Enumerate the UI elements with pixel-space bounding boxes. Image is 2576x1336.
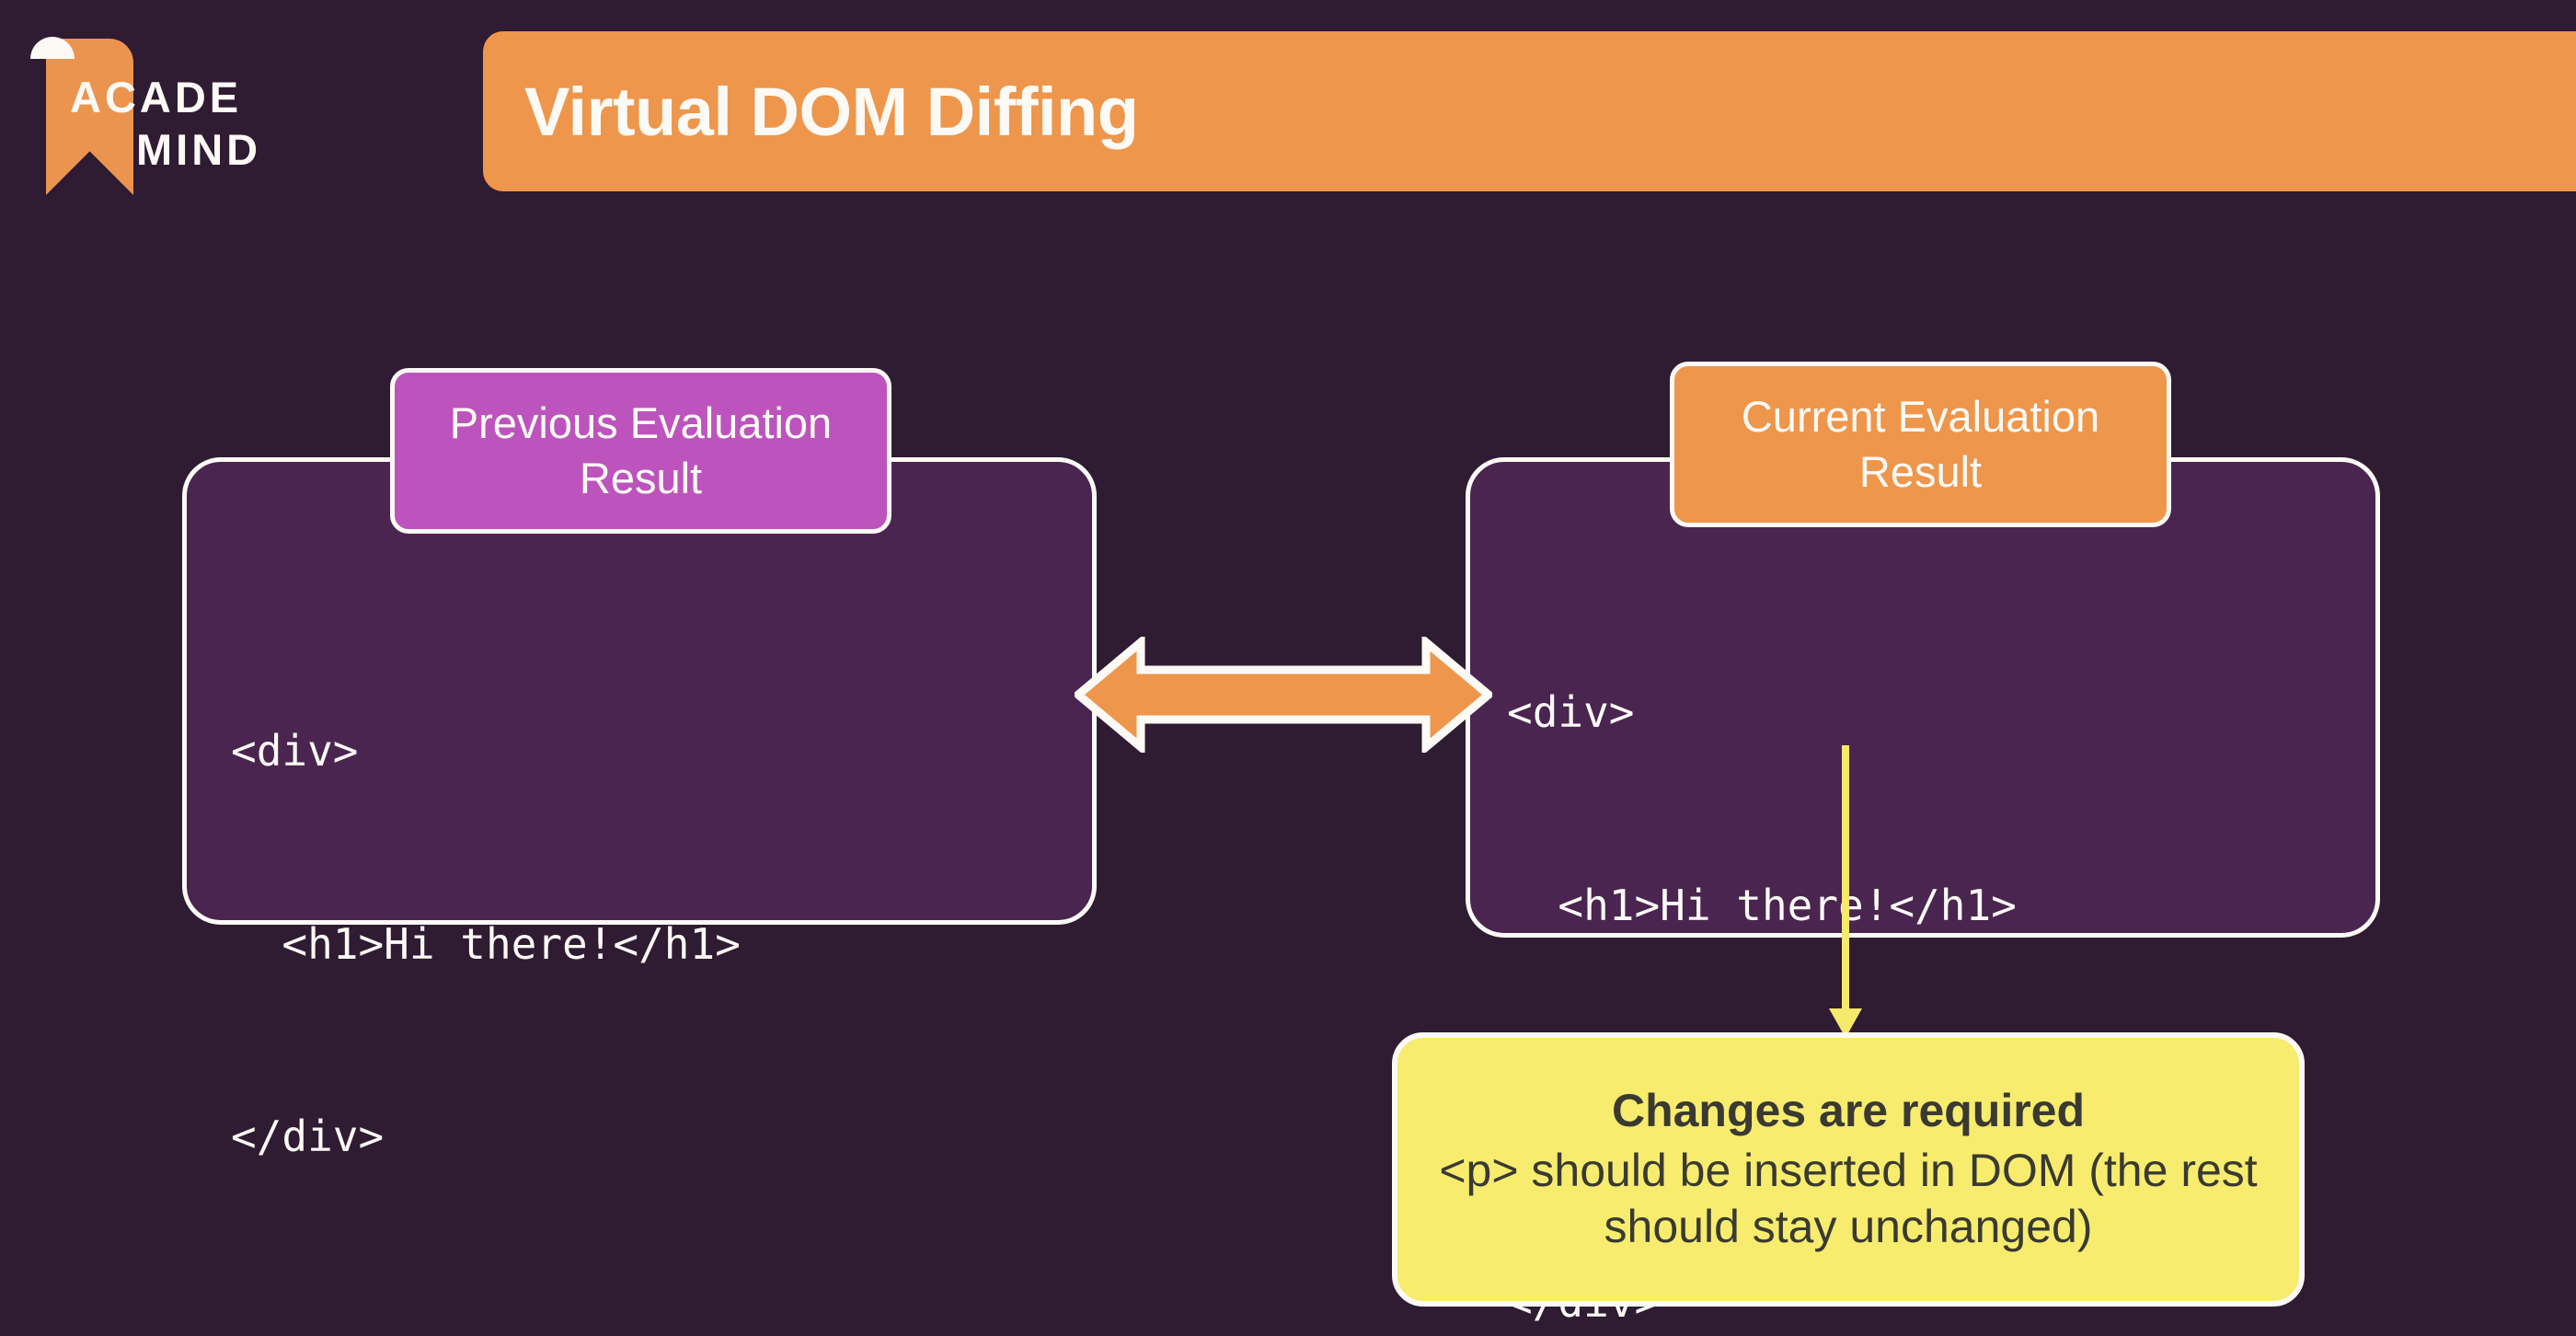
- code-line: </div>: [231, 1111, 385, 1162]
- callout-title: Changes are required: [1611, 1085, 2086, 1136]
- previous-code-block: <div> <h1>Hi there!</h1> </div>: [231, 591, 741, 1298]
- code-line: <h1>Hi there!</h1>: [1507, 880, 2017, 930]
- logo-wordmark: ACADE MIND: [53, 75, 329, 171]
- page-title: Virtual DOM Diffing: [524, 73, 1139, 150]
- logo-line-acade: ACADE: [70, 73, 243, 121]
- diff-double-arrow-icon: [1075, 637, 1492, 753]
- previous-result-card: <div> <h1>Hi there!</h1> </div>: [182, 457, 1097, 1161]
- previous-result-badge: Previous Evaluation Result: [390, 368, 891, 534]
- code-line: <div>: [231, 725, 359, 776]
- academind-logo: ACADE MIND: [28, 24, 331, 199]
- slide-title-bar: Virtual DOM Diffing: [483, 31, 2576, 191]
- code-line: <h1>Hi there!</h1>: [231, 918, 741, 969]
- current-result-card: <div> <h1>Hi there!</h1> <p>This is new!…: [1466, 457, 2380, 1327]
- current-result-badge: Current Evaluation Result: [1670, 362, 2171, 527]
- connector-arrow-icon: [1829, 745, 1862, 1038]
- logo-line-mind: MIND: [136, 125, 262, 174]
- code-line: <div>: [1507, 686, 1635, 737]
- callout-body: <p> should be inserted in DOM (the rest …: [1439, 1145, 2258, 1252]
- changes-required-callout: Changes are required <p> should be inser…: [1392, 1032, 2305, 1307]
